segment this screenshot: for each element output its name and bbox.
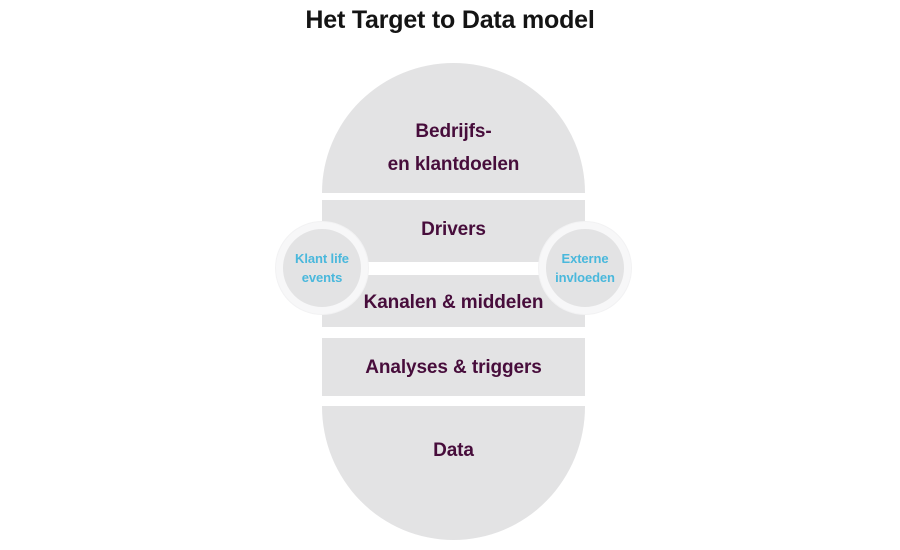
bubble-externe-invloeden: Externe invloeden [539, 222, 631, 314]
bubble-externe-invloeden-label: Externe invloeden [555, 249, 615, 287]
segment-bedrijfs-en-klantdoelen-label-line1: Bedrijfs- [415, 121, 492, 142]
segment-analyses-en-triggers-label: Analyses & triggers [365, 356, 542, 378]
segment-drivers: Drivers [322, 200, 585, 262]
bubble-klant-life-events-line1: Klant life [295, 251, 349, 266]
bubble-klant-life-events: Klant life events [276, 222, 368, 314]
segment-kanalen-en-middelen-label: Kanalen & middelen [363, 292, 544, 313]
bubble-klant-life-events-line2: events [301, 270, 343, 285]
segment-drivers-label: Drivers [421, 219, 486, 240]
segment-analyses-en-triggers: Analyses & triggers [322, 338, 585, 396]
bubble-externe-invloeden-line1: Externe [561, 251, 609, 266]
page-title: Het Target to Data model [305, 6, 595, 34]
segment-bedrijfs-en-klantdoelen: Bedrijfs- en klantdoelen [322, 63, 585, 193]
bubble-externe-invloeden-line2: invloeden [555, 270, 615, 285]
bubble-klant-life-events-label: Klant life events [295, 249, 349, 287]
segment-data-label: Data [433, 440, 474, 461]
segment-data: Data [322, 406, 585, 540]
segment-bedrijfs-en-klantdoelen-label-line2: en klantdoelen [387, 154, 520, 175]
target-to-data-diagram: Bedrijfs- en klantdoelen Drivers Kanalen… [276, 63, 631, 540]
